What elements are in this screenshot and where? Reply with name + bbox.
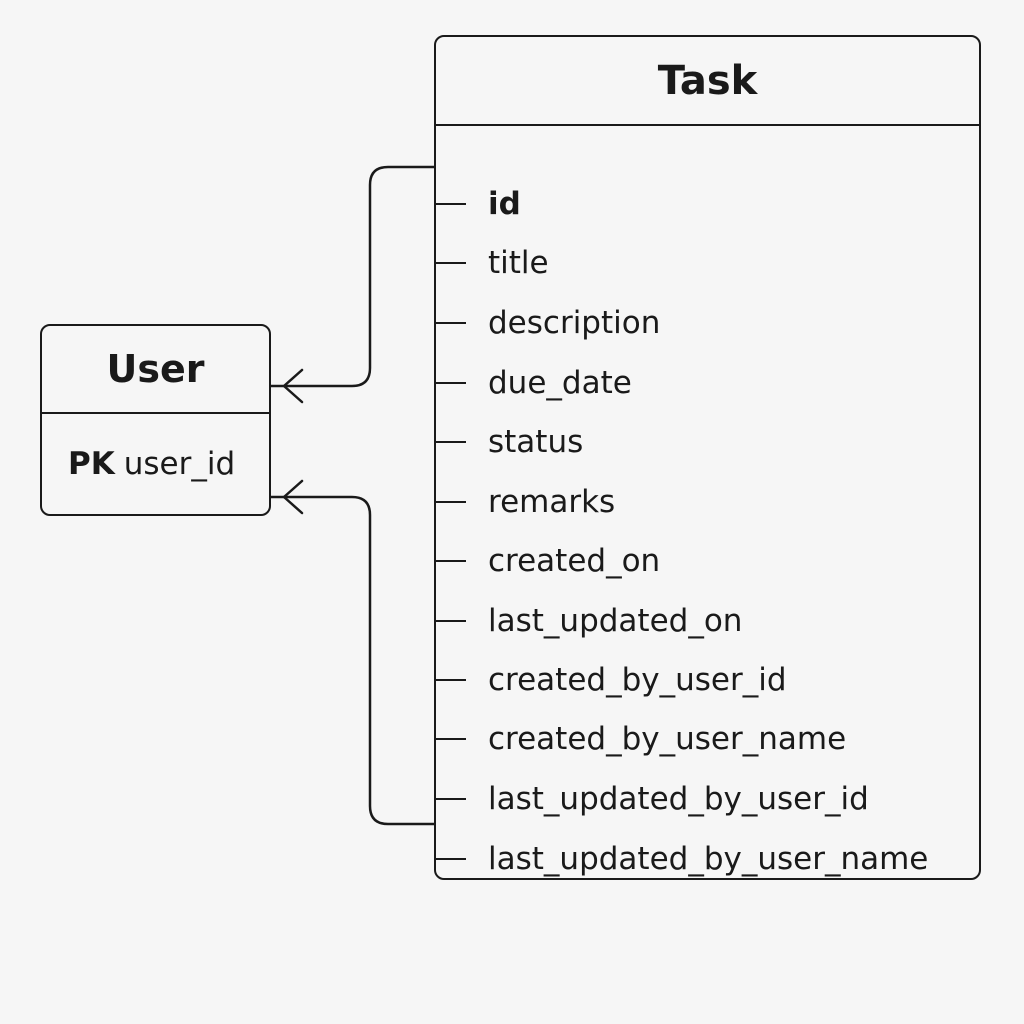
field-name: status <box>488 424 584 460</box>
field-name: due_date <box>488 365 632 401</box>
field-row: title <box>436 238 549 288</box>
primary-key-row: PK user_id <box>42 414 269 514</box>
field-connector-tick <box>436 798 466 800</box>
task-entity[interactable]: Task id title description due_date statu… <box>434 35 981 880</box>
crow-foot-icon <box>282 479 304 515</box>
field-name: title <box>488 245 549 281</box>
pk-label: PK <box>68 446 115 482</box>
field-connector-tick <box>436 738 466 740</box>
field-name: last_updated_on <box>488 603 743 639</box>
field-name: created_on <box>488 543 661 579</box>
field-name: created_by_user_id <box>488 662 787 698</box>
entity-title: Task <box>436 37 979 126</box>
field-row: created_on <box>436 536 660 586</box>
field-name: remarks <box>488 484 616 520</box>
field-row: created_by_user_name <box>436 714 846 764</box>
field-connector-tick <box>436 262 466 264</box>
field-row: last_updated_by_user_name <box>436 834 928 884</box>
relationship-line-id-to-user <box>271 165 436 388</box>
entity-title: User <box>42 326 269 414</box>
field-connector-tick <box>436 441 466 443</box>
field-name: description <box>488 305 661 341</box>
field-connector-tick <box>436 560 466 562</box>
field-name: last_updated_by_user_name <box>488 841 929 877</box>
field-connector-tick <box>436 203 466 205</box>
field-row: id <box>436 179 521 229</box>
field-name: created_by_user_name <box>488 721 847 757</box>
relationship-line-last-updated-to-user <box>271 495 436 826</box>
field-name: last_updated_by_user_id <box>488 781 869 817</box>
field-connector-tick <box>436 382 466 384</box>
field-row: last_updated_on <box>436 596 742 646</box>
field-connector-tick <box>436 679 466 681</box>
field-row: remarks <box>436 477 615 527</box>
pk-field-name: user_id <box>123 446 236 482</box>
field-connector-tick <box>436 501 466 503</box>
field-row: created_by_user_id <box>436 655 787 705</box>
user-entity[interactable]: User PK user_id <box>40 324 271 516</box>
field-connector-tick <box>436 858 466 860</box>
field-connector-tick <box>436 322 466 324</box>
field-name: id <box>488 186 521 222</box>
crow-foot-icon <box>282 368 304 404</box>
field-row: due_date <box>436 358 632 408</box>
field-connector-tick <box>436 620 466 622</box>
field-row: description <box>436 298 660 348</box>
field-row: last_updated_by_user_id <box>436 774 869 824</box>
field-row: status <box>436 417 583 467</box>
